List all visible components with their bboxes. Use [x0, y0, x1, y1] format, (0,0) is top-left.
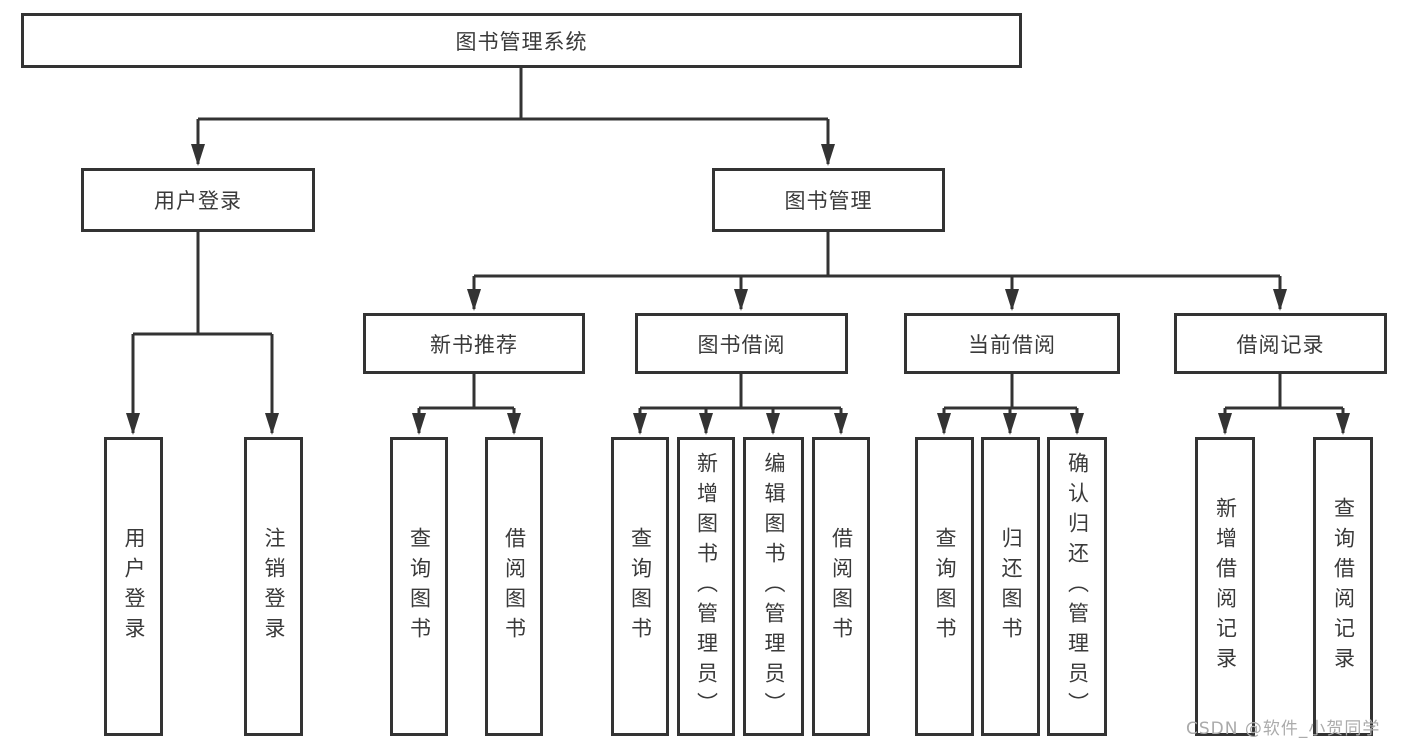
node-current-borrowing: 当前借阅	[904, 313, 1120, 374]
csdn-watermark: CSDN @软件_小贺同学	[1186, 719, 1381, 739]
node-borrowing-records: 借阅记录	[1174, 313, 1387, 374]
leaf-query-books-current: 查询图书	[915, 437, 974, 736]
leaf-query-borrow-record: 查询借阅记录	[1313, 437, 1373, 736]
node-book-borrowing: 图书借阅	[635, 313, 848, 374]
node-user-login: 用户登录	[81, 168, 315, 232]
leaf-user-login: 用户登录	[104, 437, 163, 736]
node-new-book-recommendation: 新书推荐	[363, 313, 585, 374]
leaf-query-books-recommend: 查询图书	[390, 437, 448, 736]
leaf-edit-books-admin: 编辑图书（管理员）	[743, 437, 804, 736]
leaf-confirm-return-admin: 确认归还（管理员）	[1047, 437, 1107, 736]
leaf-borrow-books-recommend: 借阅图书	[485, 437, 543, 736]
leaf-query-books-borrowing: 查询图书	[611, 437, 669, 736]
leaf-logout: 注销登录	[244, 437, 303, 736]
node-book-management: 图书管理	[712, 168, 945, 232]
node-library-management-system: 图书管理系统	[21, 13, 1022, 68]
leaf-borrow-books-borrowing: 借阅图书	[812, 437, 870, 736]
leaf-add-books-admin: 新增图书（管理员）	[677, 437, 735, 736]
leaf-return-books: 归还图书	[981, 437, 1040, 736]
leaf-add-borrow-record: 新增借阅记录	[1195, 437, 1255, 736]
